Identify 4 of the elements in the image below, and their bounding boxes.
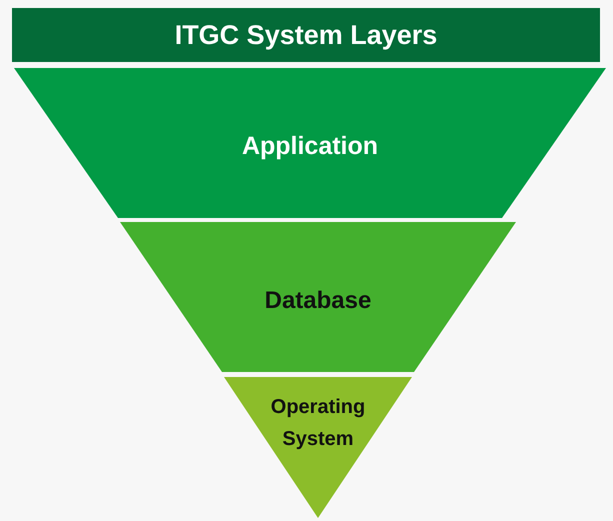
layer-label: Application xyxy=(240,131,380,162)
layer-label: Operating System xyxy=(270,395,366,452)
layer-label: Database xyxy=(264,286,372,316)
title-banner: ITGC System Layers xyxy=(12,8,600,62)
